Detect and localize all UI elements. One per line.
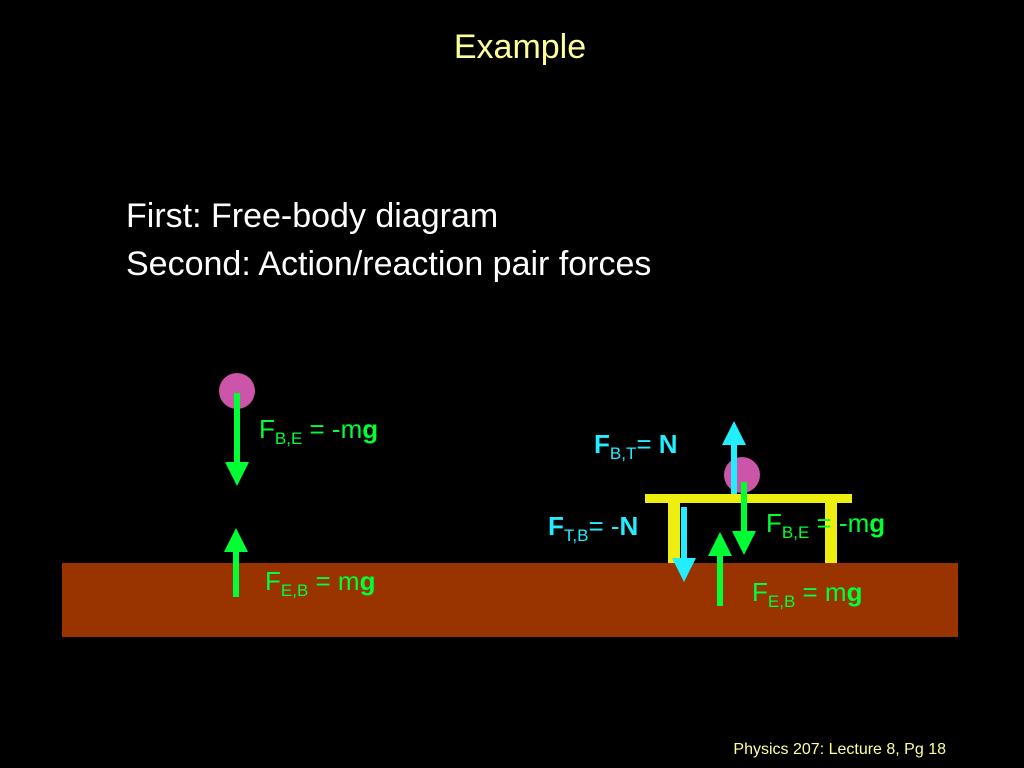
label-left-fbe-vec: g <box>362 414 379 444</box>
ground <box>62 563 958 637</box>
label-left-feb-eq: = m <box>308 566 360 596</box>
intro-line-second: Second: Action/reaction pair forces <box>126 245 652 283</box>
label-right-fbt-sub: B,T <box>609 444 637 463</box>
table-leg-left <box>668 503 680 563</box>
table-leg-right <box>825 503 837 563</box>
label-right-feb-sub: E,B <box>767 592 796 611</box>
label-left-fbe: FB,E = -mg <box>259 414 379 447</box>
label-left-feb-sub: E,B <box>280 581 309 600</box>
label-right-ftb-sub: T,B <box>563 526 589 545</box>
label-right-fbt-symbol: F <box>594 429 610 459</box>
label-right-fbe-eq: = -m <box>809 508 870 538</box>
label-right-fbe-vec: g <box>869 508 886 538</box>
label-left-fbe-eq: = -m <box>302 414 363 444</box>
label-left-feb-symbol: F <box>265 566 281 596</box>
footer-text: Physics 207: Lecture 8, Pg 18 <box>733 741 946 758</box>
table-top <box>645 494 852 503</box>
label-left-fbe-symbol: F <box>259 414 275 444</box>
label-right-feb: FE,B = mg <box>752 577 863 610</box>
label-right-ftb-vec: N <box>619 511 639 541</box>
slide-title: Example <box>453 28 587 66</box>
label-right-fbt-eq: = <box>636 429 659 459</box>
label-left-fbe-sub: B,E <box>274 429 303 448</box>
intro-line-first: First: Free-body diagram <box>126 197 499 235</box>
label-right-ftb-eq: = - <box>588 511 620 541</box>
label-right-feb-vec: g <box>846 577 863 607</box>
label-right-fbt-vec: N <box>658 429 678 459</box>
label-left-feb: FE,B = mg <box>265 566 376 599</box>
label-right-fbt: FB,T= N <box>594 429 678 462</box>
label-left-feb-vec: g <box>359 566 376 596</box>
label-right-fbe: FB,E = -mg <box>766 508 886 541</box>
label-right-ftb: FT,B= -N <box>548 511 639 544</box>
label-right-feb-symbol: F <box>752 577 768 607</box>
label-right-fbe-sub: B,E <box>781 523 810 542</box>
intro-text: First: Free-body diagram Second: Action/… <box>126 192 651 288</box>
label-right-fbe-symbol: F <box>766 508 782 538</box>
label-right-feb-eq: = m <box>795 577 847 607</box>
ball-left <box>219 373 255 409</box>
label-right-ftb-symbol: F <box>548 511 564 541</box>
